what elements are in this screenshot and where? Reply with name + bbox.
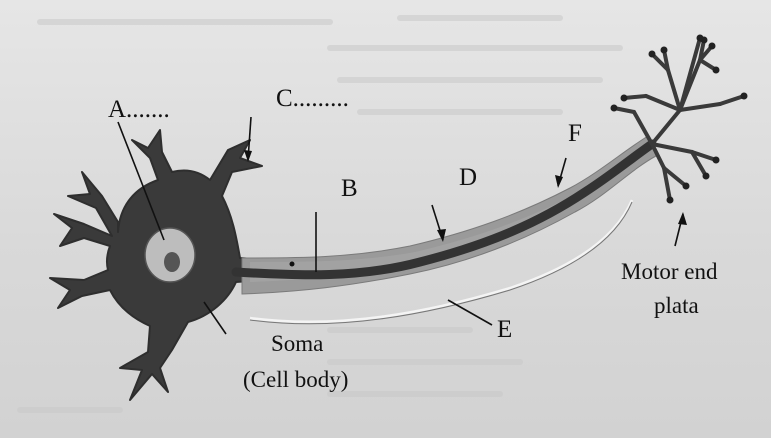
label-plata: plata	[654, 293, 699, 318]
label-a: A.......	[108, 96, 170, 123]
label-motor-end: Motor end	[621, 259, 718, 284]
pointer-e	[448, 300, 492, 325]
label-soma: Soma	[271, 331, 323, 356]
axon-terminals	[614, 38, 744, 200]
label-e: E	[497, 316, 512, 343]
nucleus	[145, 228, 195, 282]
label-cell-body: (Cell body)	[243, 367, 348, 392]
label-b: B	[341, 175, 358, 202]
label-d: D	[459, 164, 477, 191]
axon	[236, 144, 652, 275]
label-c: C.........	[276, 85, 349, 112]
label-f: F	[568, 120, 582, 147]
